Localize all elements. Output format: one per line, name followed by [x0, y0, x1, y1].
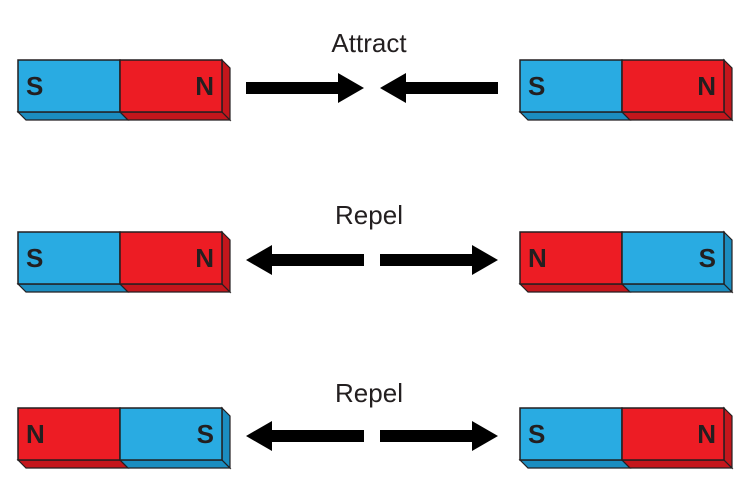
- pole-label-left: S: [528, 71, 545, 101]
- arrow-right-icon: [380, 421, 498, 451]
- south-pole: [119, 407, 223, 461]
- magnet-end-face: [723, 58, 733, 122]
- pole-label-left: S: [528, 419, 545, 449]
- magnet-bottom-face: [518, 111, 632, 121]
- pole-label-left: S: [26, 71, 43, 101]
- pole-label-right: S: [699, 243, 716, 273]
- pole-label-right: N: [697, 419, 716, 449]
- interaction-label: Attract: [331, 28, 407, 58]
- magnet-bottom-face: [620, 459, 734, 469]
- north-pole: [17, 407, 121, 461]
- magnet-end-face: [221, 230, 231, 294]
- magnet-bottom-face: [518, 459, 632, 469]
- magnet-bottom-face: [620, 283, 734, 293]
- arrow-left-icon: [246, 245, 364, 275]
- magnet-bottom-face: [16, 111, 130, 121]
- north-pole: [119, 231, 223, 285]
- south-pole: [17, 231, 121, 285]
- pole-label-right: N: [697, 71, 716, 101]
- pole-label-right: N: [195, 243, 214, 273]
- arrow-left-icon: [380, 73, 498, 103]
- magnet-end-face: [723, 406, 733, 470]
- magnet-end-face: [221, 406, 231, 470]
- arrow-right-icon: [380, 245, 498, 275]
- arrow-right-icon: [246, 73, 364, 103]
- south-pole: [17, 59, 121, 113]
- interaction-label: Repel: [335, 200, 403, 230]
- magnet-bottom-face: [16, 283, 130, 293]
- magnet-end-face: [723, 230, 733, 294]
- north-pole: [621, 59, 725, 113]
- pole-label-right: N: [195, 71, 214, 101]
- pole-label-right: S: [197, 419, 214, 449]
- magnet-bottom-face: [118, 283, 232, 293]
- north-pole: [621, 407, 725, 461]
- magnet-bottom-face: [118, 459, 232, 469]
- magnet-bottom-face: [518, 283, 632, 293]
- magnet-bottom-face: [16, 459, 130, 469]
- magnet-bottom-face: [118, 111, 232, 121]
- arrow-left-icon: [246, 421, 364, 451]
- magnet-end-face: [221, 58, 231, 122]
- pole-label-left: S: [26, 243, 43, 273]
- south-pole: [519, 59, 623, 113]
- north-pole: [519, 231, 623, 285]
- magnet-bottom-face: [620, 111, 734, 121]
- pole-label-left: N: [528, 243, 547, 273]
- pole-label-left: N: [26, 419, 45, 449]
- interaction-label: Repel: [335, 378, 403, 408]
- north-pole: [119, 59, 223, 113]
- south-pole: [621, 231, 725, 285]
